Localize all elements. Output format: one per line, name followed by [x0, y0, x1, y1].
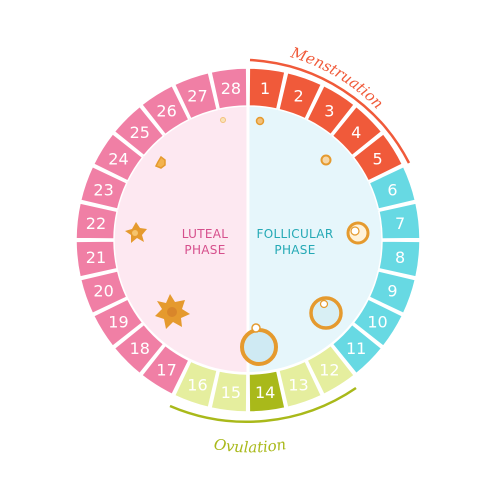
- day-segment-28: [210, 67, 248, 111]
- day-segment-12: [306, 344, 356, 396]
- day-label-15: 15: [221, 383, 241, 402]
- day-segment-19: [92, 298, 144, 348]
- day-segment-8: [377, 240, 421, 278]
- tertiary-follicle-icon: [309, 296, 343, 330]
- luteal-phase-label-line1: LUTEAL: [182, 227, 228, 241]
- day-label-1: 1: [260, 79, 270, 98]
- day-label-7: 7: [395, 214, 405, 233]
- day-segment-4: [331, 105, 383, 157]
- day-segment-21: [75, 240, 119, 278]
- day-segment-9: [368, 269, 417, 315]
- day-segment-7: [377, 202, 421, 240]
- day-label-9: 9: [387, 282, 397, 301]
- day-segment-22: [75, 202, 119, 240]
- luteal-phase-background: [114, 104, 248, 372]
- day-label-17: 17: [156, 361, 176, 380]
- day-segment-13: [277, 360, 323, 409]
- day-segment-2: [277, 71, 323, 120]
- day-label-21: 21: [86, 248, 106, 267]
- day-label-2: 2: [293, 87, 303, 106]
- day-label-20: 20: [93, 282, 113, 301]
- follicular-phase-label-line1: FOLLICULAR: [257, 227, 334, 241]
- day-segment-24: [92, 132, 144, 182]
- menstruation-arc: [249, 58, 411, 164]
- day-segment-27: [173, 71, 219, 120]
- day-segment-20: [79, 269, 128, 315]
- primary-follicle-icon: [320, 154, 332, 166]
- day-label-12: 12: [319, 361, 339, 380]
- corpus-luteum-icon: [125, 222, 147, 243]
- day-label-11: 11: [346, 339, 366, 358]
- day-label-28: 28: [221, 79, 241, 98]
- day-segment-5: [352, 132, 404, 182]
- day-label-24: 24: [108, 150, 128, 169]
- day-label-25: 25: [130, 123, 150, 142]
- ovulation-arc: [169, 386, 357, 424]
- day-label-14: 14: [255, 383, 275, 402]
- follicle-illustrations: [125, 116, 370, 366]
- day-label-26: 26: [156, 101, 176, 120]
- day-label-19: 19: [108, 312, 128, 331]
- day-label-6: 6: [387, 180, 397, 199]
- follicular-phase-background: [248, 104, 382, 372]
- day-segment-11: [331, 323, 383, 375]
- day-label-18: 18: [130, 339, 150, 358]
- day-segment-10: [352, 298, 404, 348]
- corpus-albicans-icon: [155, 294, 190, 329]
- day-label-22: 22: [86, 214, 106, 233]
- day-label-5: 5: [372, 150, 382, 169]
- day-label-10: 10: [367, 312, 387, 331]
- day-label-13: 13: [288, 375, 308, 394]
- day-segment-18: [113, 323, 165, 375]
- day-label-23: 23: [93, 180, 113, 199]
- day-label-3: 3: [324, 101, 334, 120]
- day-segment-6: [368, 165, 417, 211]
- degenerating-follicle-icon: [220, 117, 226, 123]
- day-segment-14: [248, 369, 286, 413]
- day-label-27: 27: [187, 87, 207, 106]
- day-segment-26: [140, 84, 190, 136]
- day-segment-3: [306, 84, 356, 136]
- day-segment-15: [210, 369, 248, 413]
- day-segment-16: [173, 360, 219, 409]
- corpus-luteum-small-icon: [154, 155, 166, 169]
- day-segment-17: [140, 344, 190, 396]
- luteal-phase-label-line2: PHASE: [184, 243, 225, 257]
- day-segment-1: [248, 67, 286, 111]
- ovulation-label: Ovulation: [213, 435, 288, 456]
- day-label-8: 8: [395, 248, 405, 267]
- secondary-follicle-icon: [346, 221, 370, 245]
- ovulating-follicle-icon: [240, 323, 278, 366]
- day-label-16: 16: [187, 375, 207, 394]
- primordial-follicle-icon: [255, 116, 265, 126]
- day-segment-23: [79, 165, 128, 211]
- follicular-phase-label-line2: PHASE: [274, 243, 315, 257]
- day-segment-25: [113, 105, 165, 157]
- day-label-4: 4: [351, 123, 361, 142]
